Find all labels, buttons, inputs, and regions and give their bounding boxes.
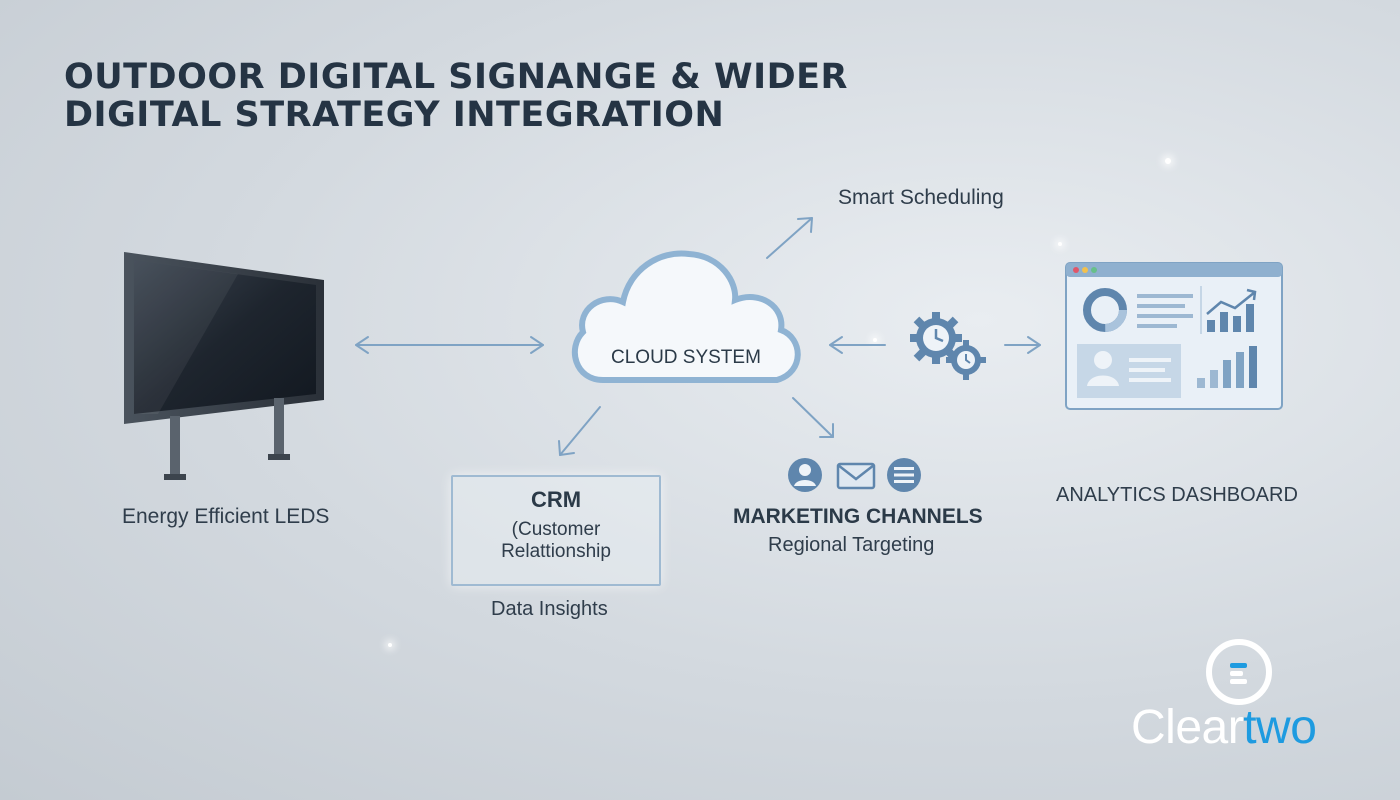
crm-subtitle-1: (Customer (511, 519, 601, 540)
leds-label: Energy Efficient LEDS (122, 505, 330, 528)
crm-subtitle-2: Relattionship (501, 541, 611, 562)
mail-icon (836, 462, 876, 490)
crm-title: CRM (530, 487, 582, 512)
cloud-label: CLOUD SYSTEM (611, 347, 761, 368)
cloud-icon (571, 250, 801, 383)
title-line-1: OUTDOOR DIGITAL SIGNANGE & WIDER (64, 57, 849, 97)
arrow-cloud-marketing (792, 397, 834, 438)
logo-text-two: two (1243, 701, 1317, 754)
user-icon (788, 458, 822, 492)
arrow-cloud-crm (559, 406, 601, 456)
cleartwo-logo-text: Cleartwo (1131, 700, 1317, 755)
sparkle-decoration (1165, 158, 1171, 164)
sparkle-decoration (1058, 242, 1062, 246)
gears-clock-icon (910, 312, 986, 380)
cleartwo-logo-icon (1206, 639, 1272, 705)
data-insights-label: Data Insights (491, 598, 608, 620)
marketing-title: MARKETING CHANNELS (733, 505, 983, 528)
crm-box: CRM (Customer Relattionship (451, 475, 661, 586)
page-title: OUTDOOR DIGITAL SIGNANGE & WIDER DIGITAL… (64, 58, 848, 134)
sparkle-decoration (873, 338, 877, 342)
marketing-subtitle: Regional Targeting (768, 534, 935, 556)
arrow-cloud-scheduling (766, 217, 813, 259)
title-line-2: DIGITAL STRATEGY INTEGRATION (64, 95, 725, 135)
sparkle-decoration (388, 643, 392, 647)
marketing-icons (788, 458, 921, 492)
dashboard-screen-icon (1065, 262, 1283, 410)
logo-text-clear: Clear (1131, 701, 1244, 754)
scheduling-label: Smart Scheduling (838, 186, 1004, 209)
analytics-label: ANALYTICS DASHBOARD (1056, 484, 1298, 506)
list-icon (887, 458, 921, 492)
outdoor-display-icon (124, 252, 324, 480)
